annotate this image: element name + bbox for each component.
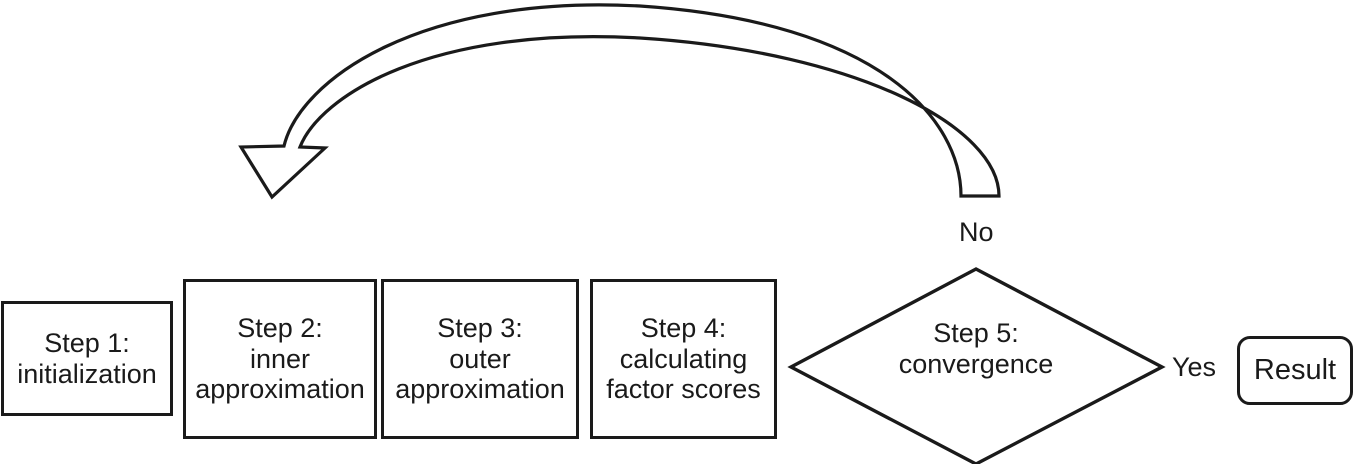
step5-decision-diamond	[787, 267, 1166, 464]
node-step-4-calculating-factor-scores[interactable]: Step 4: calculating factor scores	[590, 279, 777, 439]
node-step-3-outer-approximation[interactable]: Step 3: outer approximation	[381, 279, 579, 439]
no-feedback-arrow	[238, 3, 1001, 200]
node-step-2-inner-approximation[interactable]: Step 2: inner approximation	[183, 279, 377, 439]
edge-label-no: No	[959, 217, 994, 247]
node-step-5-convergence-label: Step 5: convergence	[898, 318, 1054, 379]
node-result[interactable]: Result	[1237, 336, 1353, 405]
node-step-1-initialization[interactable]: Step 1: initialization	[1, 301, 173, 416]
edge-label-yes: Yes	[1172, 352, 1217, 382]
